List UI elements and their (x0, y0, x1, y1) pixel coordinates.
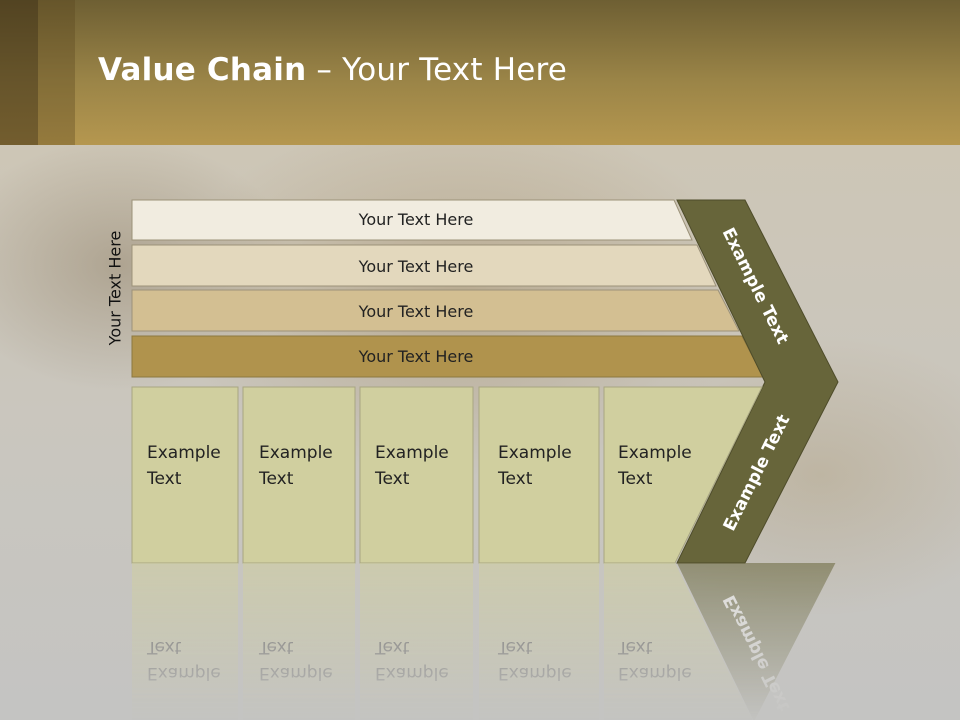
box-5-label-2: Text (617, 469, 653, 489)
bar-2[interactable] (131, 244, 717, 287)
reflection-label: Example (498, 663, 572, 683)
reflection-label: Example (259, 663, 333, 683)
box-1[interactable] (131, 386, 239, 564)
bar-3-label: Your Text Here (358, 302, 474, 321)
box-2-label-1: Example (259, 443, 333, 463)
reflection-label: Text (617, 637, 653, 657)
bar-1[interactable] (131, 199, 693, 241)
box-3[interactable] (359, 386, 474, 564)
bar-4-label: Your Text Here (358, 347, 474, 366)
box-3-label-2: Text (374, 469, 410, 489)
reflection-label: Example (375, 663, 449, 683)
bar-3[interactable] (131, 289, 740, 332)
box-1-label-1: Example (147, 443, 221, 463)
title-banner (0, 0, 960, 145)
title-rest: – Your Text Here (306, 52, 568, 88)
reflection-label: Text (497, 637, 533, 657)
reflection-label: Text (374, 637, 410, 657)
bar-2-label: Your Text Here (358, 257, 474, 276)
banner-accent-strip (0, 0, 38, 145)
bar-1-label: Your Text Here (358, 210, 474, 229)
bars-group: Your Text Here Your Text Here Your Text … (131, 199, 764, 378)
box-4-label-2: Text (497, 469, 533, 489)
boxes-group: Example Text Example Text Example Text E… (131, 386, 763, 564)
box-5-label-1: Example (618, 443, 692, 463)
reflection-label: Example (618, 663, 692, 683)
box-1-label-2: Text (146, 469, 182, 489)
reflection: Example Text Example Text Example Text E… (132, 558, 838, 720)
box-4-label-1: Example (498, 443, 572, 463)
box-4[interactable] (478, 386, 600, 564)
banner-accent-strip (38, 0, 75, 145)
box-2-label-2: Text (258, 469, 294, 489)
reflection-label: Example (147, 663, 221, 683)
reflection-label: Text (146, 637, 182, 657)
slide-title[interactable]: Value Chain – Your Text Here (98, 52, 567, 88)
box-2[interactable] (242, 386, 356, 564)
box-3-label-1: Example (375, 443, 449, 463)
title-bold: Value Chain (98, 52, 307, 88)
reflection-label: Text (258, 637, 294, 657)
